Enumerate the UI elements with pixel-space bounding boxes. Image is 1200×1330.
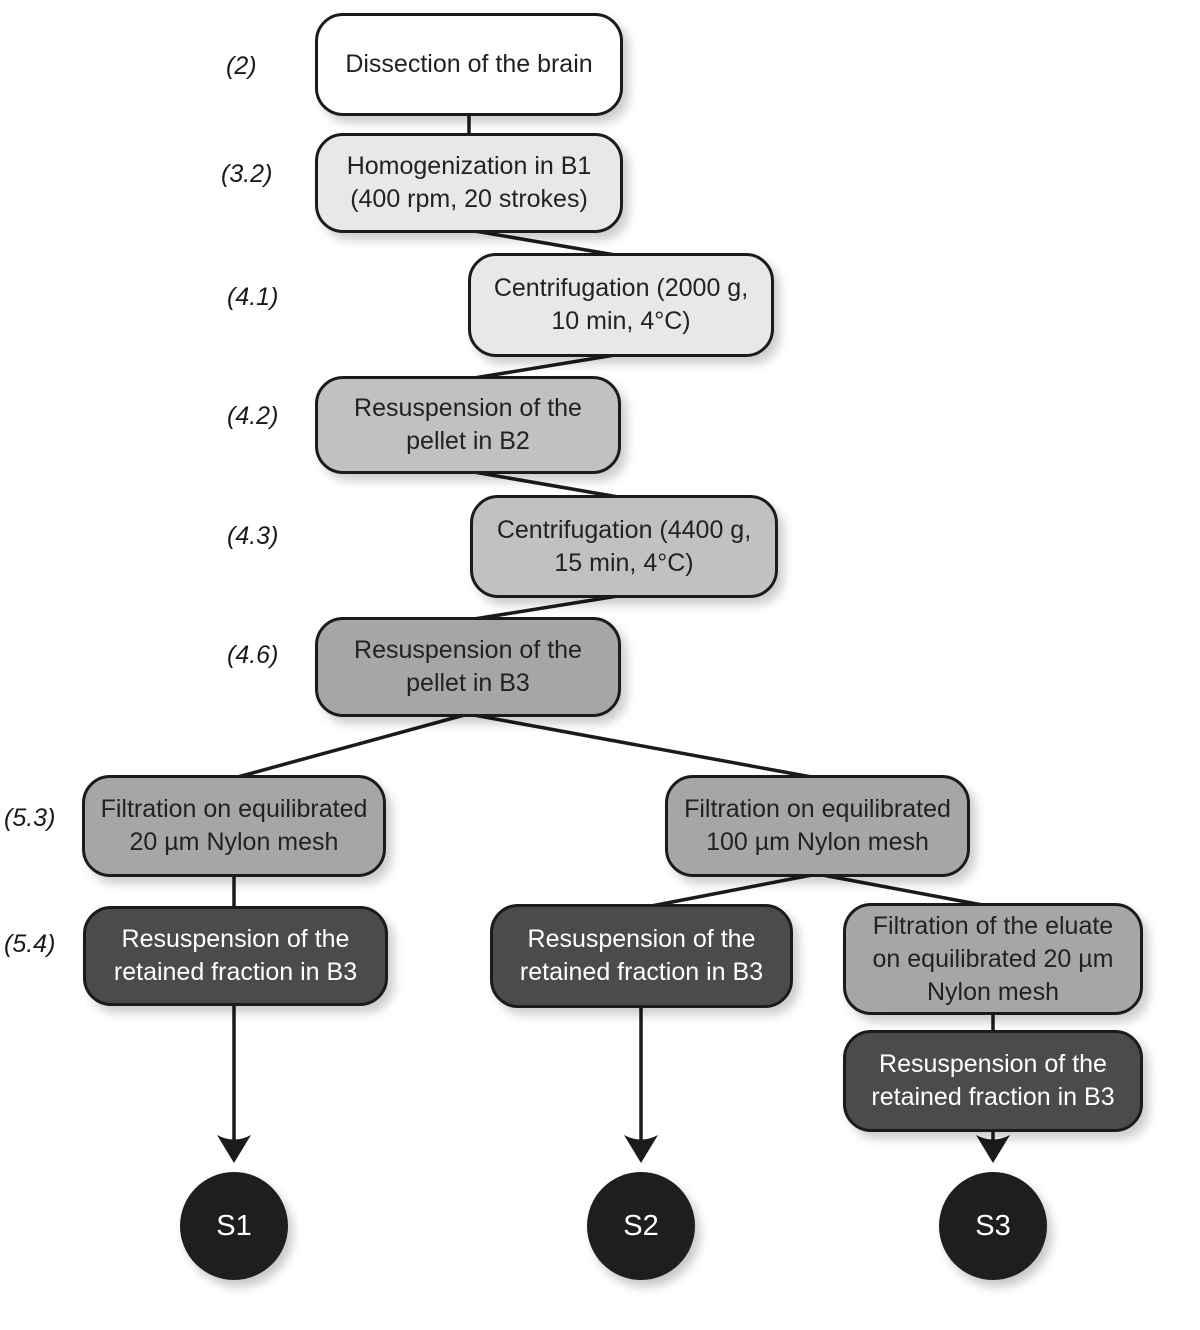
node-resuspension-pellet-b3: Resuspension of the pellet in B3 [315,617,621,717]
node-dissection-label: Dissection of the brain [345,50,593,78]
arrowhead-to-s3 [976,1135,1010,1163]
connector-centrifugation2-resuspensionB3 [467,593,625,622]
connector-centrifugation1-resuspensionB2 [467,352,622,381]
step-number-5-4: (5.4) [4,930,56,958]
output-s3: S3 [939,1172,1047,1280]
connector-resuspensionB3-filtration20 [233,712,469,780]
node-resuspension-retained-s1: Resuspension of the retained fraction in… [83,906,388,1006]
node-centrifugation-4400g: Centrifugation (4400 g, 15 min, 4°C) [470,495,778,598]
step-number-4-1: (4.1) [227,283,279,311]
output-s1: S1 [180,1172,288,1280]
step-number-5-3: (5.3) [4,804,56,832]
node-filtration-100um: Filtration on equilibrated 100 µm Nylon … [665,775,970,877]
step-number-2: (2) [226,52,257,80]
node-filtration-20um: Filtration on equilibrated 20 µm Nylon m… [82,775,386,877]
node-centrifugation-2000g: Centrifugation (2000 g, 10 min, 4°C) [468,253,774,357]
node-filtration-eluate-20um-label: Filtration of the eluate on equilibrated… [872,911,1114,1006]
node-resuspension-pellet-b2-label: Resuspension of the pellet in B2 [354,394,582,455]
connector-resuspensionB3-filtration100 [467,712,818,780]
connector-filtration100-retainedS2 [640,872,818,910]
node-resuspension-pellet-b3-label: Resuspension of the pellet in B3 [354,636,582,697]
node-resuspension-retained-s2-label: Resuspension of the retained fraction in… [519,925,764,986]
node-resuspension-retained-s2: Resuspension of the retained fraction in… [490,904,793,1008]
arrowhead-to-s2 [624,1135,658,1163]
output-s1-label: S1 [216,1209,252,1242]
node-centrifugation-2000g-label: Centrifugation (2000 g, 10 min, 4°C) [493,274,749,335]
output-s3-label: S3 [975,1209,1011,1242]
node-resuspension-pellet-b2: Resuspension of the pellet in B2 [315,376,621,474]
node-dissection: Dissection of the brain [315,13,623,116]
node-filtration-20um-label: Filtration on equilibrated 20 µm Nylon m… [100,795,368,856]
node-homogenization: Homogenization in B1 (400 rpm, 20 stroke… [315,133,623,233]
output-s2: S2 [587,1172,695,1280]
node-resuspension-retained-s1-label: Resuspension of the retained fraction in… [113,925,358,986]
node-resuspension-retained-s3: Resuspension of the retained fraction in… [843,1030,1143,1132]
step-number-3-2: (3.2) [221,160,273,188]
step-number-4-3: (4.3) [227,522,279,550]
node-homogenization-label: Homogenization in B1 (400 rpm, 20 stroke… [346,152,592,213]
node-centrifugation-4400g-label: Centrifugation (4400 g, 15 min, 4°C) [496,515,752,577]
node-filtration-eluate-20um: Filtration of the eluate on equilibrated… [843,903,1143,1015]
arrowhead-to-s1 [217,1135,251,1163]
output-s2-label: S2 [623,1209,659,1242]
connector-resuspensionB2-centrifugation2 [467,469,625,500]
node-resuspension-retained-s3-label: Resuspension of the retained fraction in… [871,1050,1115,1111]
connector-homogenization-centrifugation1 [468,228,622,258]
step-number-4-2: (4.2) [227,402,279,430]
connector-filtration100-eluate [816,872,994,909]
step-number-4-6: (4.6) [227,641,279,669]
node-filtration-100um-label: Filtration on equilibrated 100 µm Nylon … [684,795,951,856]
